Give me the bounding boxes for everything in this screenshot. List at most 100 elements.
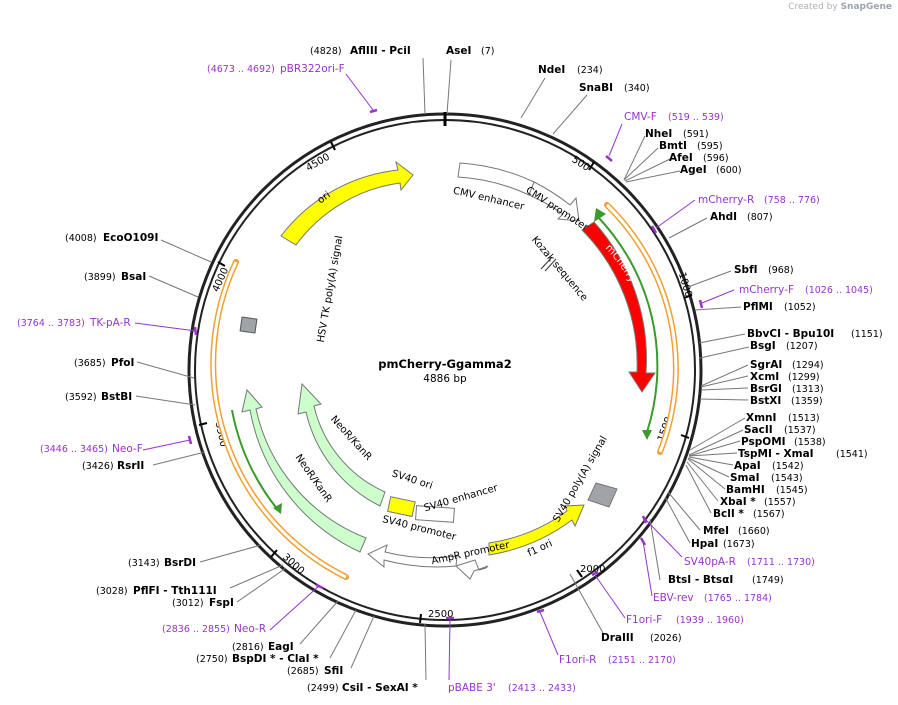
tick-2500 — [419, 613, 422, 624]
site-sbfi-label: SbfI — [734, 264, 758, 276]
tick-label-2500: 2500 — [428, 609, 453, 620]
scale-ticks — [198, 141, 693, 624]
leader-bsai — [148, 275, 199, 298]
site-pflmi-label: PflMI — [743, 301, 773, 313]
leader-sv40pa-r — [644, 518, 683, 558]
leader-bsgi — [699, 346, 750, 359]
site-fspi-label: FspI — [209, 597, 234, 609]
leader-asei — [446, 59, 452, 115]
primer-tk-pa-r-pos: (3764 .. 3783) — [17, 318, 85, 329]
leader-sgrai — [700, 364, 749, 387]
leader-neo-r — [269, 584, 321, 631]
site-eagi-label: EagI — [268, 641, 294, 653]
site-rsrii-pos: (3426) — [82, 461, 114, 472]
feature-sv40-ori-label: SV40 ori — [390, 468, 433, 491]
mark-mcherry-f — [698, 299, 704, 309]
primer-f1ori-f-pos: (1939 .. 1960) — [676, 615, 744, 626]
mark-neo-f — [187, 435, 193, 445]
leader-pflfi — [229, 564, 284, 589]
leader-pbabe3 — [448, 617, 451, 681]
primer-f1ori-r-pos: (2151 .. 2170) — [608, 655, 676, 666]
mark-sv40pa-r — [641, 515, 648, 524]
leader-btsi — [649, 518, 661, 581]
site-apai-pos: (1542) — [772, 461, 804, 472]
leader-pflmi — [694, 306, 742, 311]
site-ecoo109i-pos: (4008) — [65, 233, 97, 244]
leader-agei — [625, 170, 681, 183]
primer-sv40pa-r-pos: (1711 .. 1730) — [747, 557, 815, 568]
tick-2000 — [576, 569, 583, 578]
site-pspomi-label: PspOMI — [741, 436, 786, 448]
mark-cmv-f — [605, 155, 613, 162]
primer-neo-f-label: Neo-F — [112, 443, 143, 455]
feature-sv40-promoter-arrow — [367, 544, 458, 569]
leader-ndei — [520, 77, 546, 119]
feature-f1-ori-arrow — [488, 504, 585, 556]
orf-neo-arrow — [231, 409, 279, 511]
leader-xcmi — [700, 375, 749, 388]
leader-xmni — [689, 417, 746, 451]
leader-f1ori-r — [539, 611, 559, 656]
site-draiii-pos: (2026) — [650, 633, 682, 644]
site-bsrgi-label: BsrGI — [750, 383, 782, 395]
primer-cmv-f-label: CMV-F — [624, 111, 657, 123]
site-pspomi-pos: (1538) — [794, 437, 826, 448]
site-afei-pos: (596) — [703, 153, 729, 164]
leader-bbvci — [698, 333, 746, 344]
site-smai-label: SmaI — [730, 472, 760, 484]
leader-tspmi — [688, 452, 738, 457]
leader-eagi — [299, 600, 339, 645]
tick-label-1000: 1000 — [676, 271, 694, 299]
primer-pbabe3-pos: (2413 .. 2433) — [508, 683, 576, 694]
leader-bcli — [685, 464, 712, 514]
leader-tk-pa-r — [134, 322, 197, 332]
leader-sfii — [350, 615, 375, 669]
leader-smai — [687, 457, 730, 478]
leader-bamhi — [687, 458, 726, 490]
mark-neo-r — [315, 583, 324, 590]
orf-neo-arrowhead — [273, 503, 282, 514]
feature-sv40-ori-box — [387, 496, 416, 518]
site-bmti-label: BmtI — [659, 140, 687, 152]
feature-kozak-label: Kozak sequence — [529, 235, 589, 304]
site-afei-label: AfeI — [669, 152, 693, 164]
leader-snabi — [552, 94, 588, 135]
site-bamhi-label: BamHI — [726, 484, 765, 496]
leader-bspdi — [329, 609, 357, 659]
primer-neo-f-pos: (3446 .. 3465) — [40, 444, 108, 455]
site-bsgi-label: BsgI — [750, 340, 776, 352]
leader-pbr322ori-f — [345, 73, 374, 111]
site-nhei-label: NheI — [645, 128, 672, 140]
site-btsi-pos: (1749) — [752, 575, 784, 586]
feature-cmv-promoter-arrow — [528, 181, 580, 222]
site-tspmi-label: TspMI - XmaI — [738, 448, 814, 460]
site-nhei-pos: (591) — [683, 129, 709, 140]
credit-prefix: Created by — [788, 2, 838, 12]
site-csii-pos: (2499) — [307, 683, 339, 694]
orf-mcherry-inner — [605, 203, 678, 453]
leader-cmv-f — [608, 123, 623, 157]
feature-mcherry-arrow — [581, 221, 656, 393]
tick-3500 — [198, 422, 208, 426]
kozak-marker-1 — [540, 256, 553, 270]
site-bbvci-pos: (1151) — [851, 329, 883, 340]
site-hpai-label: HpaI — [691, 538, 718, 550]
primer-pbr322ori-f-pos: (4673 .. 4692) — [207, 64, 275, 75]
site-xcmi-label: XcmI — [750, 371, 779, 383]
site-snabi-pos: (340) — [624, 83, 650, 94]
feature-ori-arrow — [280, 160, 414, 246]
site-sfii-pos: (2685) — [287, 666, 319, 677]
site-ndei-pos: (234) — [577, 65, 603, 76]
leader-f1ori-f — [594, 574, 626, 619]
primer-mcherry-f-label: mCherry-F — [739, 284, 794, 296]
snapgene-logo: SnapGene — [840, 2, 892, 12]
leader-sacii — [688, 429, 744, 456]
site-bsrgi-pos: (1313) — [792, 384, 824, 395]
leader-bmti — [623, 147, 659, 181]
site-btsi-label: BtsI - BtsαI — [668, 574, 733, 586]
site-asei-pos: (7) — [481, 46, 494, 57]
plasmid-name: pmCherry-Ggamma2 — [378, 357, 511, 371]
site-rsrii-label: RsrII — [117, 460, 144, 472]
leader-mcherry-r — [655, 199, 696, 229]
leader-sbfi — [687, 270, 732, 288]
